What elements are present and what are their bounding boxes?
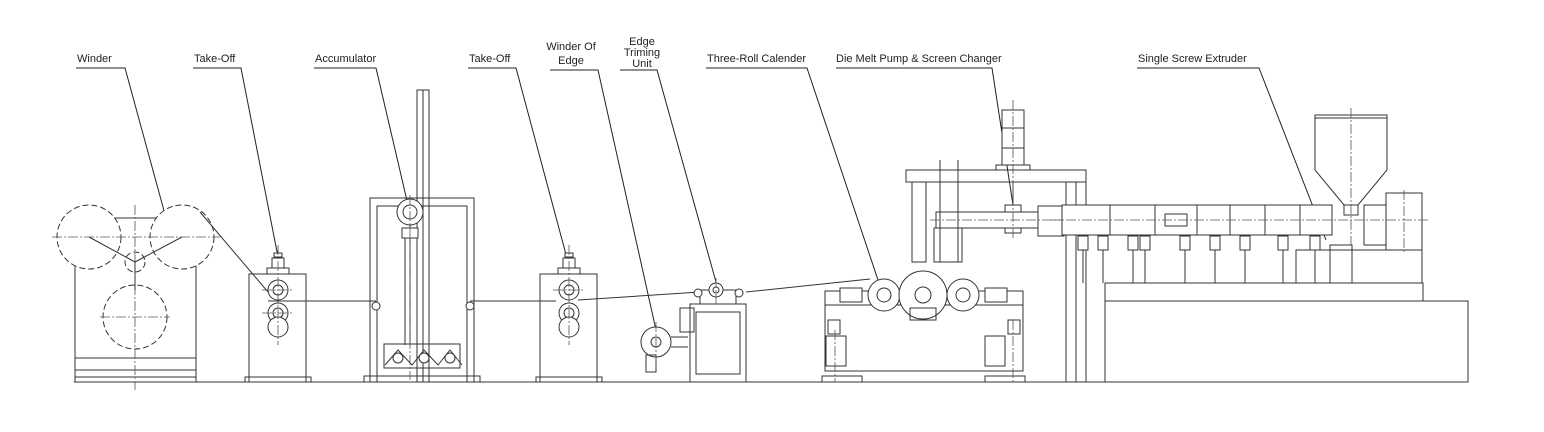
- leader-three-roll-calender: [706, 67, 879, 281]
- single-screw-extruder-machine: [1050, 108, 1469, 383]
- labels: Winder Take-Off Accumulator Take-Off Win…: [77, 36, 1247, 70]
- calender-roll-2: [898, 270, 948, 320]
- label-winder-of-edge-line1: Winder Of: [546, 41, 596, 53]
- extruder-gearbox: [1295, 249, 1423, 284]
- calender-roll-3: [946, 278, 980, 312]
- winder-machine: [52, 204, 220, 390]
- label-take-off-2: Take-Off: [469, 53, 511, 65]
- heater-band-5: [1179, 235, 1191, 251]
- edge-trimming-frame: [689, 303, 747, 383]
- die-support-beam: [905, 169, 1087, 183]
- heater-band-3: [1127, 235, 1139, 251]
- leader-edge-trimming: [620, 69, 717, 283]
- leader-winder: [76, 67, 173, 241]
- calender-roll-1: [867, 278, 901, 312]
- heater-band-2: [1097, 235, 1109, 251]
- label-winder-of-edge-line2: Edge: [558, 55, 584, 67]
- heater-band-4: [1139, 235, 1151, 251]
- web-line-5: [745, 278, 871, 293]
- label-three-roll-calender: Three-Roll Calender: [707, 53, 806, 65]
- heater-band-1: [1077, 235, 1089, 251]
- leader-die-melt-pump: [836, 67, 1014, 206]
- leader-accumulator: [314, 67, 409, 206]
- leader-take-off-2: [468, 67, 569, 263]
- take-off-1-machine: [244, 245, 312, 383]
- leader-take-off-1: [193, 67, 280, 263]
- die-melt-pump-machine: [905, 100, 1100, 383]
- web-line-4: [577, 291, 701, 301]
- accumulator-machine: [363, 89, 481, 383]
- take-off-2-machine: [535, 245, 603, 383]
- three-roll-calender-machine: [821, 270, 1026, 383]
- heater-band-8: [1277, 235, 1289, 251]
- edge-trimming-machine: [689, 278, 747, 383]
- heater-band-7: [1239, 235, 1251, 251]
- leader-winder-of-edge: [550, 69, 657, 331]
- winder-frame: [74, 217, 197, 383]
- extruder-base: [1104, 300, 1469, 383]
- winder-of-edge-machine: [640, 307, 695, 373]
- heater-band-6: [1209, 235, 1221, 251]
- label-winder: Winder: [77, 53, 112, 65]
- leader-single-screw-extruder: [1137, 67, 1327, 241]
- extruder-heater-supports: [1077, 235, 1321, 283]
- label-take-off-1: Take-Off: [194, 53, 236, 65]
- die-head: [933, 227, 963, 263]
- label-edge-trimming-line1: Edge: [629, 36, 655, 48]
- web-line-1: [199, 211, 269, 293]
- label-die-melt-pump: Die Melt Pump & Screen Changer: [836, 53, 1002, 65]
- label-edge-trimming-line2: Triming: [624, 47, 660, 59]
- label-single-screw-extruder: Single Screw Extruder: [1138, 53, 1247, 65]
- label-accumulator: Accumulator: [315, 53, 376, 65]
- label-edge-trimming-line3: Unit: [632, 58, 652, 70]
- heater-band-9: [1309, 235, 1321, 251]
